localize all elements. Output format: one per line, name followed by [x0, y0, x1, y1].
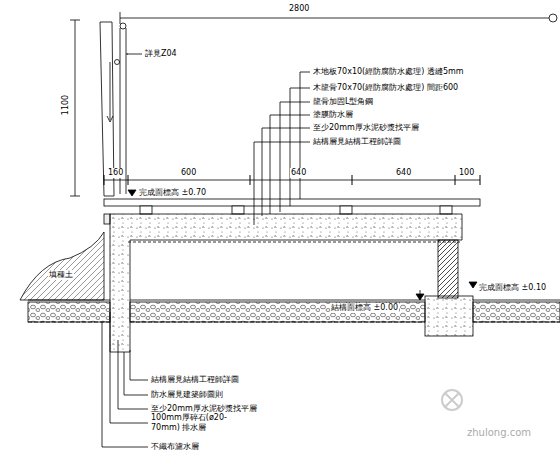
callout-note: 至少20mm厚水泥砂漿找平層 — [312, 123, 420, 133]
soil-label: 填種土 — [48, 270, 74, 280]
dimension: 640 — [290, 168, 307, 178]
callout-note: 不織布濾水層 — [150, 442, 200, 452]
elevation-mark: 完成面標高 ±0.70 — [138, 188, 207, 198]
watermark: zhulong.com — [466, 428, 532, 438]
callout-note: 防水層見建築師圖則 — [150, 390, 224, 400]
dimension: 160 — [107, 168, 124, 178]
dimension: 1100 — [61, 94, 71, 116]
elevation-mark: 結構面標高 ±0.00 — [330, 303, 399, 313]
callout-note: 100mm厚碎石(ø20-70mm) 排水層 — [150, 413, 252, 433]
dimension: 600 — [180, 168, 197, 178]
callout-note: 結構層見結構工程師詳圖 — [150, 375, 240, 385]
dimension: 2800 — [288, 4, 310, 14]
callout-note: 木地板70x10(經防腐防水處理) 透縫5mm — [312, 67, 465, 77]
elevation-mark: 完成面標高 ±0.10 — [478, 283, 547, 293]
callout-note: 木龍骨70x70(經防腐防水處理) 間距600 — [312, 83, 459, 93]
callout-note: 龍骨加固L型角鋼 — [312, 97, 374, 107]
callout-note: 塗膜防水層 — [312, 110, 354, 120]
callout-note: 結構層見結構工程師詳圖 — [312, 137, 402, 147]
dimension: 100 — [458, 168, 475, 178]
dimension: 640 — [395, 168, 412, 178]
callout-note: 詳見Z04 — [144, 49, 178, 59]
